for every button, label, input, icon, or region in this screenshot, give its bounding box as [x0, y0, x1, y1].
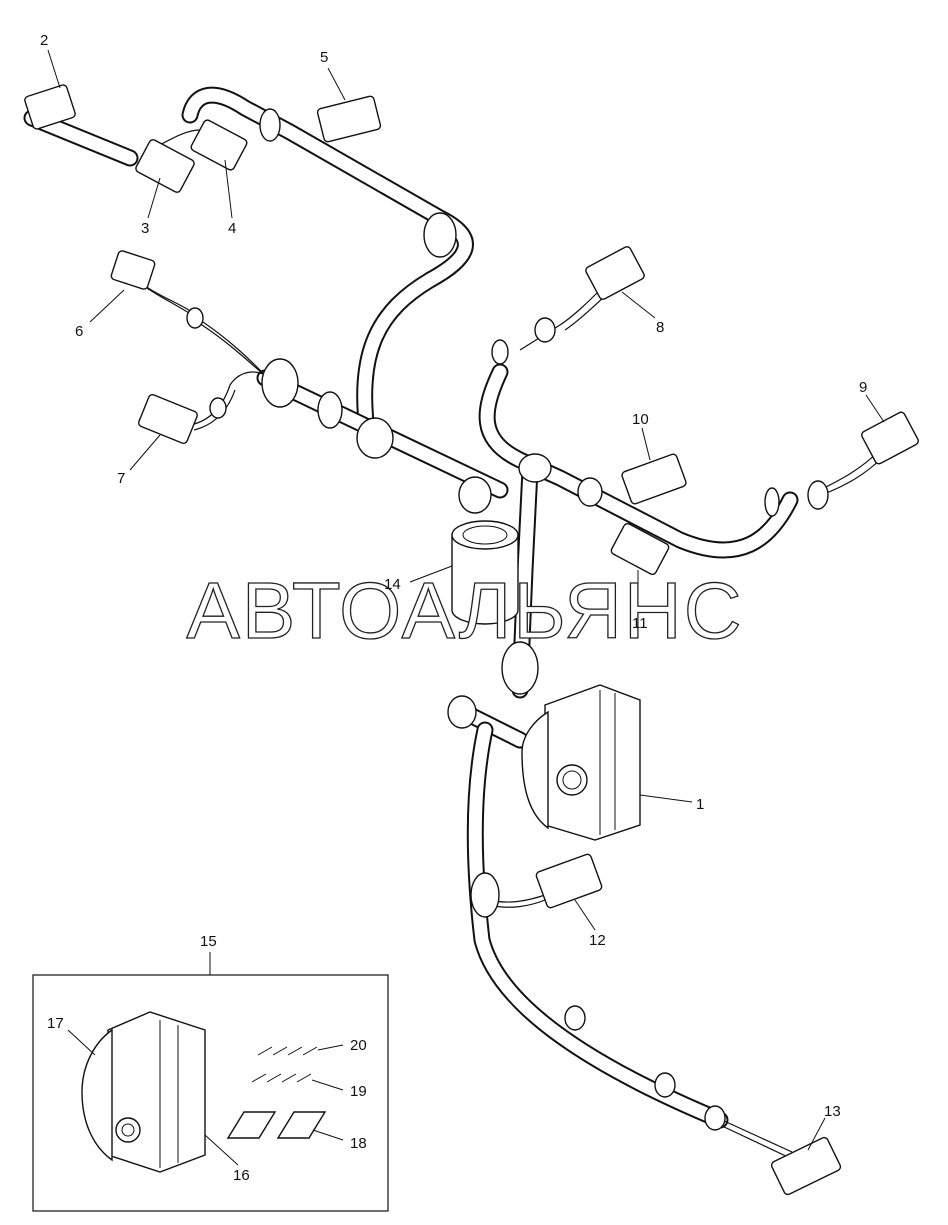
- callout-10: 10: [632, 411, 649, 428]
- callout-2: 2: [40, 32, 48, 49]
- connector-3: [135, 139, 195, 193]
- connector-6: [110, 250, 156, 290]
- connectors: [24, 84, 919, 1196]
- connector-8: [585, 246, 645, 300]
- connector-4: [190, 119, 248, 171]
- callout-20: 20: [350, 1037, 367, 1054]
- callout-3: 3: [141, 220, 149, 237]
- callout-1: 1: [696, 796, 704, 813]
- connector-5: [316, 95, 382, 143]
- connector-13: [770, 1136, 842, 1196]
- callout-5: 5: [320, 49, 328, 66]
- callout-6: 6: [75, 323, 83, 340]
- leader-lines: [47, 49, 885, 1166]
- connector-10: [621, 453, 687, 505]
- callout-15: 15: [200, 933, 217, 950]
- watermark: АВТОАЛЬЯНС: [187, 566, 744, 655]
- pins-19: [251, 1073, 312, 1083]
- callout-18: 18: [350, 1135, 367, 1152]
- connector-12: [535, 853, 603, 909]
- pins-20: [257, 1046, 318, 1056]
- callout-4: 4: [228, 220, 236, 237]
- callout-7: 7: [117, 470, 125, 487]
- callout-19: 19: [350, 1083, 367, 1100]
- connector-11: [610, 522, 670, 576]
- clamp-set: [186, 108, 829, 1131]
- callout-9: 9: [859, 379, 867, 396]
- callout-14: 14: [384, 576, 401, 593]
- kit-box-15: [32, 952, 389, 1212]
- callout-labels: 2 5 3 4 6 8 9 10 7 14 11 1 12 15 20 17 1…: [40, 32, 867, 1184]
- control-unit-1: [521, 684, 641, 841]
- connector-7: [138, 394, 198, 444]
- callout-16: 16: [233, 1167, 250, 1184]
- callout-17: 17: [47, 1015, 64, 1032]
- connector-2: [24, 84, 76, 130]
- callout-12: 12: [589, 932, 606, 949]
- connector-9: [861, 411, 919, 465]
- callout-13: 13: [824, 1103, 841, 1120]
- control-unit-17: [81, 1011, 206, 1173]
- seals-18: [226, 1111, 327, 1139]
- component-14-cylinder: [451, 520, 519, 625]
- callout-8: 8: [656, 319, 664, 336]
- callout-11: 11: [632, 615, 648, 632]
